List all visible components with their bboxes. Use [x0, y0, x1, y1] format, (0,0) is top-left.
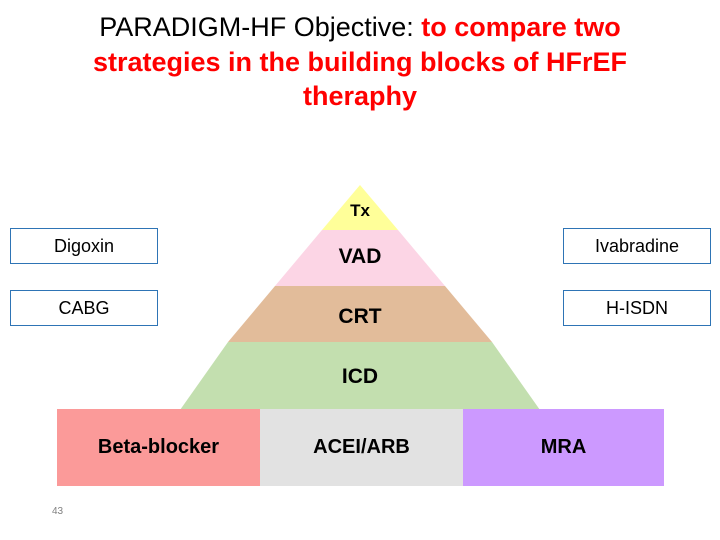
pyramid-label-vad: VAD — [338, 245, 382, 268]
pyramid-label-crt: CRT — [338, 305, 382, 328]
callout-box-cabg: CABG — [10, 290, 158, 326]
page-number: 43 — [52, 506, 64, 517]
pyramid-shape — [180, 185, 540, 410]
foundation-cell-beta-blocker: Beta-blocker — [57, 409, 260, 486]
callout-box-digoxin: Digoxin — [10, 228, 158, 264]
title-line-1-highlight: to compare two — [421, 12, 621, 42]
pyramid-diagram: Tx VAD CRT ICD — [150, 185, 570, 410]
foundation-bar: Beta-blocker ACEI/ARB MRA — [57, 409, 664, 486]
pyramid-level-crt — [228, 286, 492, 342]
slide-title: PARADIGM-HF Objective: to compare two st… — [8, 10, 712, 114]
title-line-1: PARADIGM-HF Objective: to compare two — [8, 10, 712, 45]
pyramid-level-icd — [180, 342, 540, 410]
title-line-2: strategies in the building blocks of HFr… — [92, 46, 628, 77]
title-line-1-plain: PARADIGM-HF Objective: — [99, 12, 422, 42]
pyramid-label-tx: Tx — [350, 201, 370, 220]
callout-box-ivabradine: Ivabradine — [563, 228, 711, 264]
pyramid-level-vad — [275, 230, 445, 286]
callout-box-h-isdn: H-ISDN — [563, 290, 711, 326]
pyramid-label-icd: ICD — [341, 365, 379, 388]
foundation-cell-mra: MRA — [463, 409, 664, 486]
foundation-cell-acei-arb: ACEI/ARB — [260, 409, 463, 486]
pyramid-level-tx — [322, 185, 398, 230]
title-line-3: theraphy — [302, 81, 418, 112]
